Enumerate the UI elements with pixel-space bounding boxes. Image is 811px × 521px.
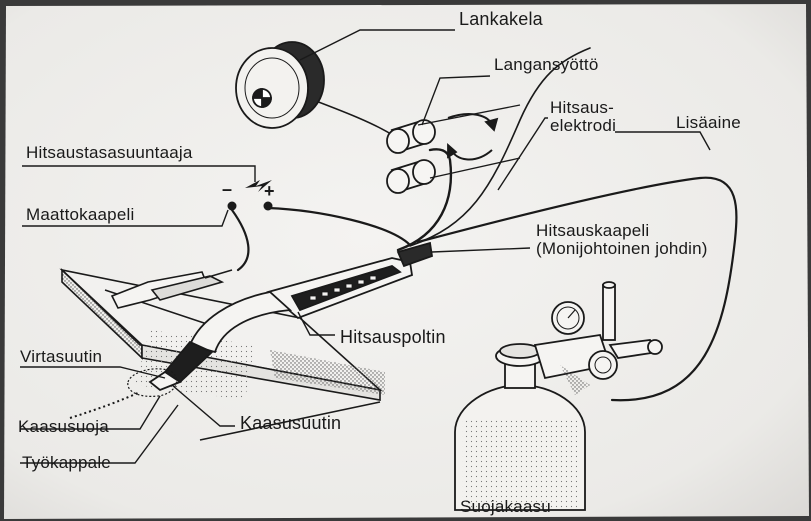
label-kaasusuutin: Kaasusuutin <box>240 414 341 433</box>
label-lisaaine: Lisäaine <box>676 114 741 132</box>
label-hitsauselektrodi-line1: Hitsaus- <box>550 99 616 117</box>
label-maattokaapeli: Maattokaapeli <box>26 206 134 224</box>
label-tyokappale: Työkappale <box>22 454 111 472</box>
label-kaasusuoja: Kaasusuoja <box>18 418 109 436</box>
label-minus-terminal: – <box>222 180 232 199</box>
label-hitsauskaapeli-line2: (Monijohtoinen johdin) <box>536 240 708 258</box>
label-hitsauselektrodi: Hitsaus- elektrodi <box>550 99 616 135</box>
label-plus-terminal: + <box>264 182 275 201</box>
label-langansyotto: Langansyöttö <box>494 56 598 74</box>
label-virtasuutin: Virtasuutin <box>20 348 102 366</box>
label-lankakela: Lankakela <box>459 10 543 29</box>
label-hitsaustasasuuntaaja: Hitsaustasasuuntaaja <box>26 144 193 162</box>
label-suojakaasu: Suojakaasu <box>460 498 551 516</box>
label-hitsauselektrodi-line2: elektrodi <box>550 117 616 135</box>
label-hitsauspoltin: Hitsauspoltin <box>340 328 446 347</box>
label-hitsauskaapeli: Hitsauskaapeli (Monijohtoinen johdin) <box>536 222 708 258</box>
label-hitsauskaapeli-line1: Hitsauskaapeli <box>536 222 708 240</box>
